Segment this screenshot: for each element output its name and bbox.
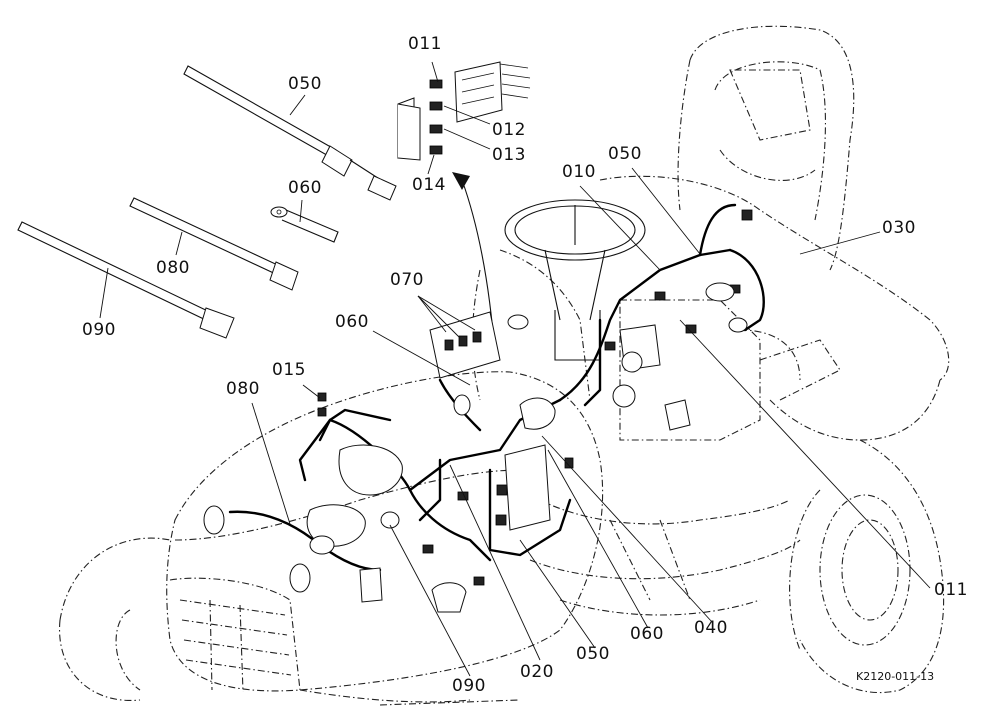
leader-lines — [99, 61, 931, 677]
cable-tie-050 — [183, 65, 397, 201]
callout-010: 010 — [562, 162, 596, 182]
callout-020: 020 — [520, 662, 554, 682]
callout-050-right: 050 — [608, 144, 642, 164]
callout-060-bottom: 060 — [630, 624, 664, 644]
callout-090-bottom: 090 — [452, 676, 486, 696]
fuse-box-exploded — [397, 61, 531, 161]
callout-013: 013 — [492, 145, 526, 165]
callout-050-bottom: 050 — [576, 644, 610, 664]
callout-090-tie: 090 — [82, 320, 116, 340]
callout-060-tie: 060 — [288, 178, 322, 198]
callout-012: 012 — [492, 120, 526, 140]
callout-030: 030 — [882, 218, 916, 238]
callout-011-right: 011 — [934, 580, 968, 600]
cable-tie-080 — [129, 197, 299, 291]
cable-tie-090 — [17, 221, 235, 339]
tractor-body-outline — [58, 25, 950, 706]
callout-070: 070 — [390, 270, 424, 290]
callout-014: 014 — [412, 175, 446, 195]
callout-080-main: 080 — [226, 379, 260, 399]
diagram-reference-code: K2120-011-13 — [856, 670, 935, 683]
callout-050-tie: 050 — [288, 74, 322, 94]
harness-components — [203, 209, 753, 613]
steering-wheel — [504, 199, 646, 361]
callout-011-top: 011 — [408, 34, 442, 54]
callout-015: 015 — [272, 360, 306, 380]
callout-080-tie: 080 — [156, 258, 190, 278]
callout-040: 040 — [694, 618, 728, 638]
callout-060-main: 060 — [335, 312, 369, 332]
clamp-060 — [270, 206, 339, 243]
